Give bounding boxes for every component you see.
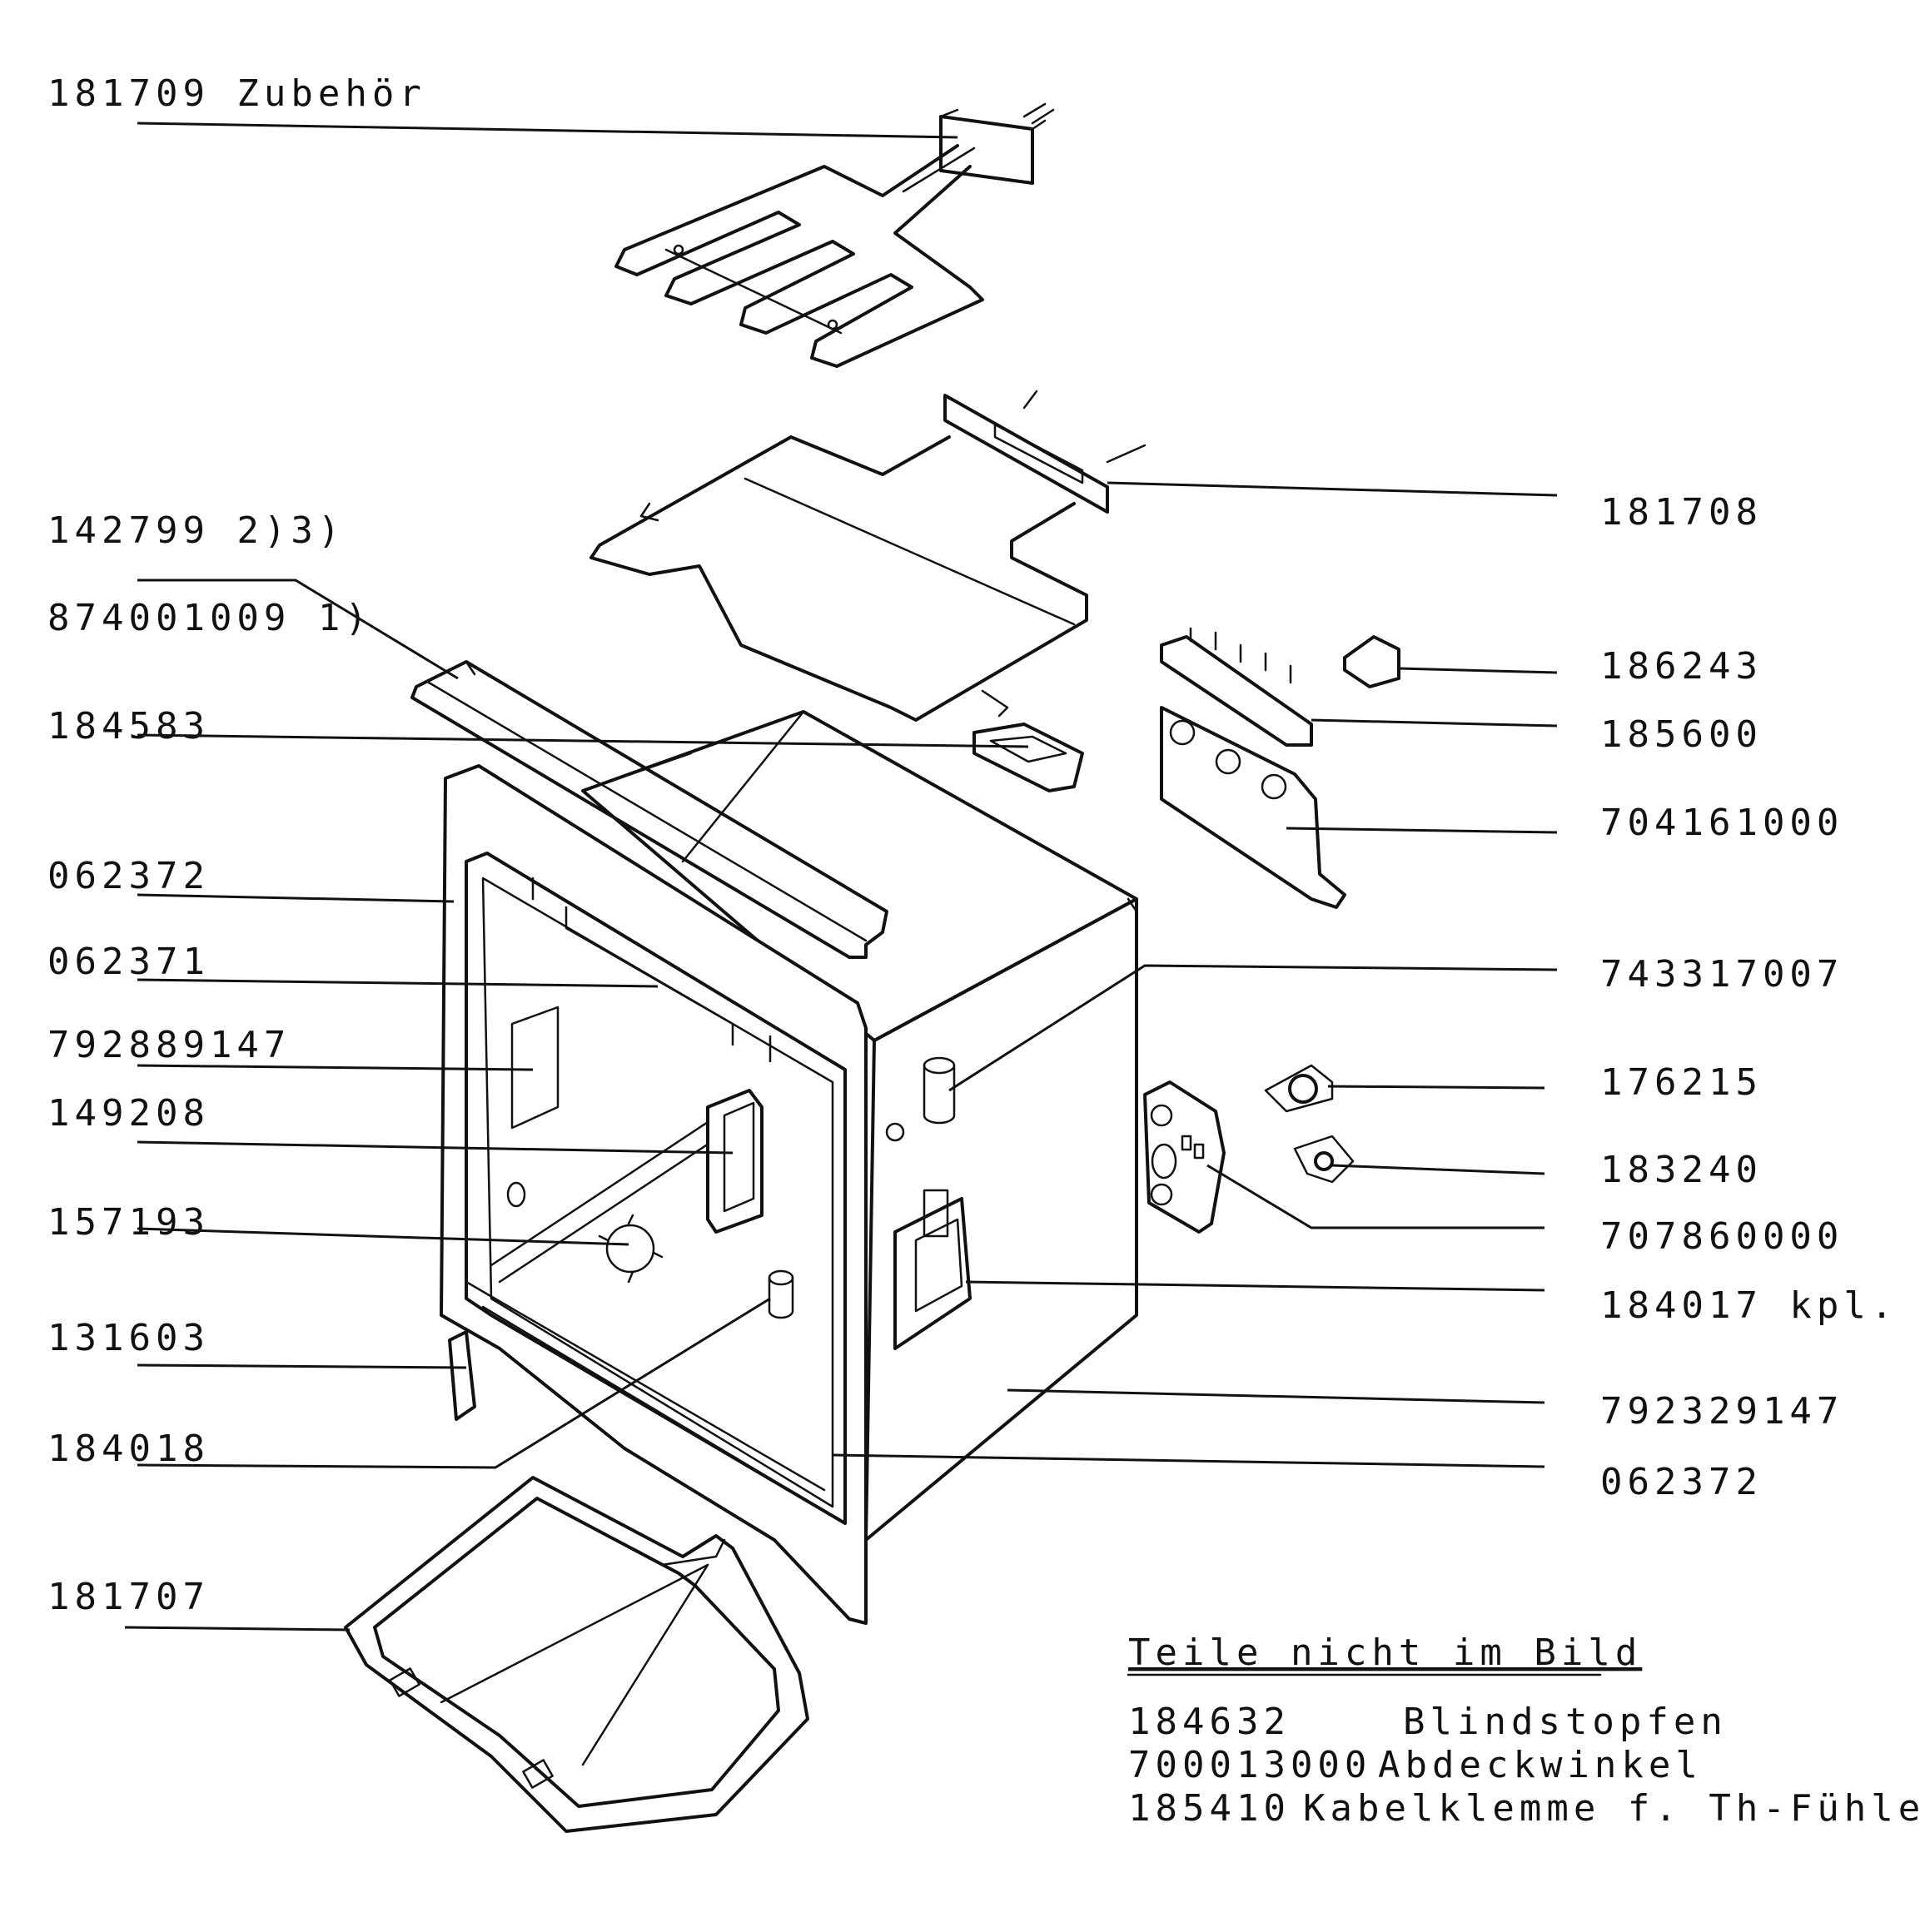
label-149208: 149208 [47, 1092, 210, 1135]
label-704161000: 704161000 [1600, 802, 1843, 844]
grill-heating-element-181709 [614, 102, 1055, 368]
label-184018: 184018 [47, 1428, 210, 1470]
label-176215: 176215 [1600, 1061, 1763, 1104]
notes-row-text: Kabelklemme f. Th-Fühler [1303, 1787, 1925, 1830]
label-743317007: 743317007 [1600, 953, 1843, 996]
parts-not-shown-note: Teile nicht im Bild 184632 Blindstopfen … [1127, 1632, 1925, 1830]
label-131603: 131603 [47, 1317, 210, 1359]
bracket-plate-704161000 [1160, 706, 1346, 909]
label-181707: 181707 [47, 1576, 210, 1618]
label-707860000: 707860000 [1600, 1215, 1843, 1258]
ring-heating-element-181708 [589, 390, 1147, 722]
label-792329147: 792329147 [1600, 1390, 1843, 1433]
label-184583: 184583 [47, 705, 210, 747]
terminal-block-185600 [1160, 627, 1313, 747]
clip-186243 [1343, 635, 1400, 688]
label-181709: 181709 Zubehör [47, 72, 426, 115]
notes-row-code: 700013000 [1128, 1744, 1371, 1786]
label-157193: 157193 [47, 1201, 210, 1244]
oven-cavity-792329147 [440, 710, 1138, 1625]
notes-row-text: Abdeckwinkel [1378, 1744, 1703, 1786]
notes-heading: Teile nicht im Bild [1128, 1632, 1642, 1674]
label-062372-left: 062372 [47, 855, 210, 897]
connector-block-184583 [972, 723, 1084, 792]
label-792889147: 792889147 [47, 1024, 291, 1066]
label-874001009: 874001009 1) [47, 597, 372, 639]
label-185600: 185600 [1600, 713, 1763, 756]
mounting-plate-707860000 [1143, 1080, 1226, 1234]
label-062371: 062371 [47, 941, 210, 983]
thermostat-176215 [1264, 1064, 1334, 1113]
label-186243: 186243 [1600, 645, 1763, 688]
notes-row-text: Blindstopfen [1403, 1701, 1728, 1743]
bottom-heating-element-181707 [344, 1476, 809, 1833]
notes-row-code: 184632 [1128, 1701, 1291, 1743]
channel-strip-142799 [410, 660, 888, 959]
label-184017: 184017 kpl. [1600, 1284, 1898, 1327]
label-183240: 183240 [1600, 1149, 1763, 1191]
label-142799: 142799 2)3) [47, 509, 345, 552]
label-062372-right: 062372 [1600, 1461, 1763, 1503]
notes-row-code: 185410 [1128, 1787, 1291, 1830]
leader-lines [124, 122, 1558, 1632]
label-181708: 181708 [1600, 491, 1763, 534]
limiter-183240 [1293, 1135, 1355, 1184]
